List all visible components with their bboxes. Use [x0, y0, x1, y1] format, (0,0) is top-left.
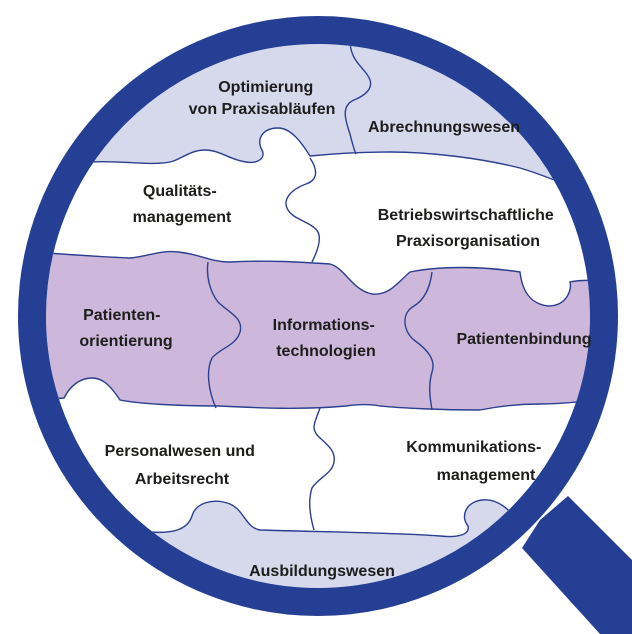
puzzle-piece-middle — [46, 249, 590, 411]
label-betriebswirtschaftliche-praxisorganisation: Betriebswirtschaftliche Praxisorganisati… — [378, 207, 559, 250]
label-optimierung: Optimierung von Praxisabläufen — [189, 79, 336, 118]
magnifier-handle — [522, 496, 632, 634]
magnifier-ring — [18, 16, 618, 616]
puzzle-seam-lower — [309, 407, 335, 531]
label-ausbildungswesen: Ausbildungswesen — [249, 563, 395, 580]
puzzle-seam-upper — [285, 157, 321, 263]
label-abrechnungswesen: Abrechnungswesen — [368, 119, 520, 136]
puzzle-seam-left — [206, 261, 242, 409]
puzzle-seam-right — [404, 271, 434, 411]
label-kommunikationsmanagement: Kommunikations- management — [406, 439, 546, 484]
label-patientenbindung: Patientenbindung — [456, 331, 591, 348]
label-qualitaetsmanagement: Qualitäts- management — [133, 183, 232, 226]
label-informationstechnologien: Informations- technologien — [273, 317, 380, 360]
label-personalwesen-arbeitsrecht: Personalwesen und Arbeitsrecht — [105, 443, 260, 488]
puzzle-seam-top — [344, 44, 372, 155]
label-patientenorientierung: Patienten- orientierung — [79, 307, 172, 350]
